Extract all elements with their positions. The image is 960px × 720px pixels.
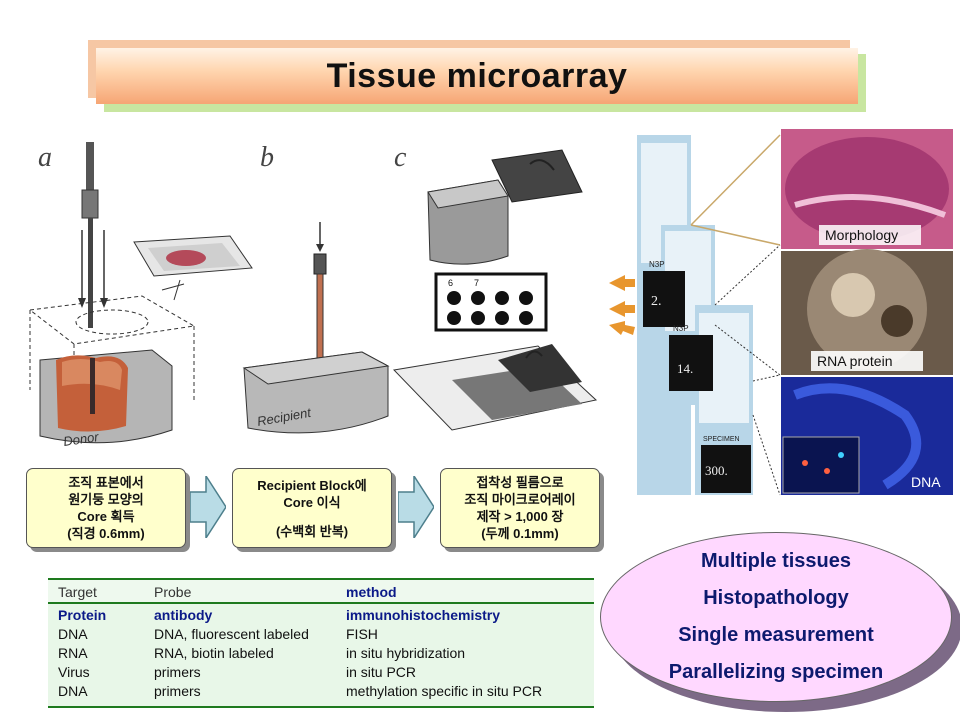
summary-line-4: Parallelizing specimen [668,661,884,683]
procedure-illustration: a b c [22,130,614,460]
procedure-drawing: Donor Recipient 6 7 [28,142,598,449]
summary-line-1: Multiple tissues [700,550,852,572]
microarray-results-figure: 2. 14. 300. N3P N3P SPECIMEN Morphology … [605,125,955,500]
panel-label-b: b [260,142,274,173]
results-drawing: 2. 14. 300. N3P N3P SPECIMEN Morphology … [609,129,953,496]
cell-target: DNA [58,626,88,642]
cell-method: in situ hybridization [346,645,466,661]
table-row: DNA primers methylation specific in situ… [48,683,594,702]
grid-number-7: 7 [474,278,479,288]
cell-target: Virus [58,664,90,680]
summary-ellipse: Multiple tissues Histopathology Single m… [600,532,952,702]
cell-probe: antibody [154,607,213,623]
header-method: method [346,584,397,600]
cell-probe: DNA, fluorescent labeled [154,626,309,642]
panel-label-c: c [394,142,407,173]
cell-target: Protein [58,607,107,623]
cell-target: RNA [58,645,88,661]
page-title: Tissue microarray [326,56,628,95]
array-card: 6 7 [434,272,548,332]
slide-number-2: 2. [651,294,662,309]
slide-tag-3: SPECIMEN [703,436,740,443]
step-1-line-1: 조직 표본에서 [68,475,144,490]
target-probe-method-table: Target Probe method Protein antibody imm… [48,578,594,708]
step-3-line-1: 접착성 필름으로 [476,475,564,490]
rna-protein-label: RNA protein [817,353,892,369]
cell-target: DNA [58,683,88,699]
table-row: Virus primers in situ PCR [48,664,594,683]
title-banner: Tissue microarray [96,48,858,104]
table-row: RNA RNA, biotin labeled in situ hybridiz… [48,645,594,664]
array-slide [392,344,598,431]
summary-line-2: Histopathology [703,587,849,609]
step-box-3: 접착성 필름으로 조직 마이크로어레이 제작 > 1,000 장 (두께 0.1… [440,468,600,548]
cell-probe: RNA, biotin labeled [154,645,274,661]
slide-tag-1: N3P [649,260,665,269]
donor-slide [133,235,253,301]
table-header: Target Probe method [48,578,594,604]
donor-block: Donor [39,349,173,449]
slide-number-300: 300. [705,463,728,478]
step-arrow-1 [190,476,226,538]
step-3-line-2: 조직 마이크로어레이 [464,492,576,507]
step-3-line-3: 제작 > 1,000 장 [476,509,564,524]
cell-method: in situ PCR [346,664,417,680]
table-bottom-rule [48,706,594,708]
table-row: Protein antibody immunohistochemistry [48,607,594,626]
recipient-block: Recipient [242,351,390,434]
table-row: DNA DNA, fluorescent labeled FISH [48,626,594,645]
cell-method: methylation specific in situ PCR [346,683,543,699]
step-arrow-2 [398,476,434,538]
donor-needle [78,142,108,328]
cell-method: FISH [346,626,378,642]
array-block-top [427,149,583,265]
slide-tag-2: N3P [673,324,689,333]
header-target: Target [58,584,97,600]
step-1-line-2: 원기둥 모양의 [68,492,144,507]
slide-number-14: 14. [677,361,693,376]
summary-line-3: Single measurement [678,624,874,646]
step-1-line-4: (직경 0.6mm) [67,526,145,541]
step-2-line-4: (수백회 반복) [275,523,349,539]
panel-label-a: a [38,142,52,173]
cell-probe: primers [154,664,201,680]
step-3-line-4: (두께 0.1mm) [481,526,559,541]
step-box-2: Recipient Block에 Core 이식 (수백회 반복) [232,468,392,548]
cell-method: immunohistochemistry [346,607,501,623]
grid-number-6: 6 [448,278,453,288]
step-box-1: 조직 표본에서 원기둥 모양의 Core 획득 (직경 0.6mm) [26,468,186,548]
step-2-line-2: Core 이식 [283,494,341,510]
dna-label: DNA [911,474,941,490]
header-probe: Probe [154,584,192,600]
step-1-line-3: Core 획득 [77,509,135,524]
morphology-label: Morphology [825,227,898,243]
step-2-line-1: Recipient Block에 [257,477,367,493]
cell-probe: primers [154,683,201,699]
donor-label: Donor [62,429,100,449]
